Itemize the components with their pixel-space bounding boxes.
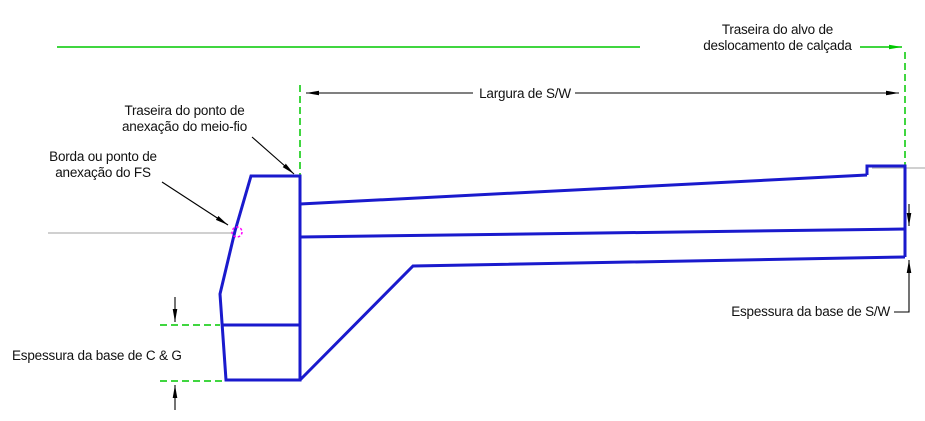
sw-base-bottom-arrow-leader — [894, 260, 912, 313]
label-line: Borda ou ponto de — [49, 149, 157, 164]
concrete-section — [218, 164, 907, 382]
dimension-lines — [161, 90, 912, 410]
sidewalk-bottom-surface — [299, 227, 906, 239]
label-sw-base-thickness: Espessura da base de S/W — [731, 304, 890, 319]
label-back-of-curb-attachment: Traseira do ponto de anexação do meio-fi… — [92, 103, 277, 135]
label-line: deslocamento de calçada — [703, 38, 852, 53]
label-line: Traseira do alvo de — [721, 22, 834, 37]
label-sidewalk-width: Largura de S/W — [479, 86, 571, 101]
label-line: anexação do meio-fio — [121, 119, 248, 134]
label-back-of-walk-target: Traseira do alvo de deslocamento de calç… — [650, 22, 905, 54]
sidewalk-base-bottom — [298, 255, 906, 382]
sidewalk-top-surface — [299, 173, 868, 206]
leader-back-of-curb — [251, 136, 295, 175]
label-line: anexação do FS — [55, 165, 151, 180]
ground-reference-lines — [48, 167, 925, 234]
label-line: Traseira do ponto de — [124, 103, 245, 118]
sidewalk-back-step-and-edge — [865, 164, 907, 257]
fs-attachment-point-marker — [231, 226, 243, 238]
reference-lines — [57, 44, 906, 382]
curb-and-gutter-outline — [218, 174, 302, 382]
leader-flowline-point — [161, 181, 229, 226]
label-edge-fs-attachment: Borda ou ponto de anexação do FS — [18, 149, 188, 181]
label-cg-base-thickness: Espessura da base de C & G — [12, 348, 182, 363]
